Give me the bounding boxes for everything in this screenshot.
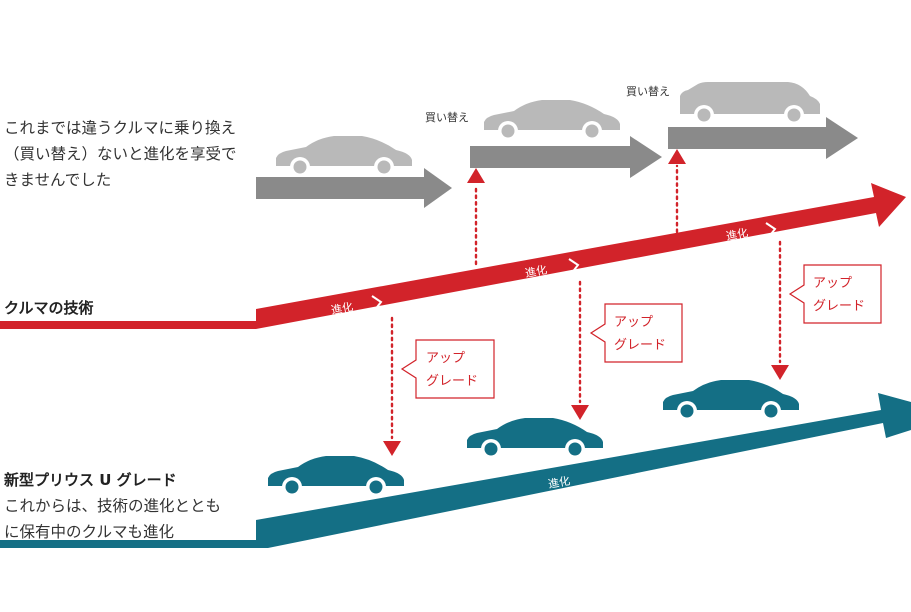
tech-track [0,183,906,329]
upgrade-connectors [383,240,789,456]
gray-description-line-1: これまでは違うクルマに乗り換え [4,119,237,137]
gray-car-2 [484,100,620,141]
prius-evolution: 進化 [547,473,571,491]
replace-arrowhead-1 [467,168,485,183]
upgrade-callout-3-line2: グレード [813,299,865,314]
upgrade-callout-1-line1: アップ [426,351,465,366]
tech-evolution-3: 進化 [725,225,749,243]
upgrade-arrowhead-2 [571,405,589,420]
upgrade-callout-1: アップ グレード [400,339,495,399]
prius-description-line-2: に保有中のクルマも進化 [4,523,175,541]
tech-evolution-1: 進化 [330,299,354,317]
teal-car-2 [467,418,603,459]
gray-description-line-2: （買い替え）ないと進化を享受で [4,145,237,163]
tech-evolution-2: 進化 [524,262,548,280]
upgrade-callout-3-line1: アップ [813,276,852,291]
gray-baseline [0,168,452,208]
upgrade-callout-2: アップ グレード [589,303,683,363]
replace-label-2: 買い替え [626,84,670,98]
gray-track [0,117,858,208]
replace-connectors [467,149,686,266]
tech-chevron-2 [568,258,580,275]
gray-step-arrow-2 [668,117,858,159]
upgrade-arrowhead-1 [383,441,401,456]
upgrade-callout-2-line2: グレード [614,338,666,353]
prius-description: これからは、技術の進化ととも に保有中のクルマも進化 [4,493,221,545]
replace-arrowhead-2 [668,149,686,164]
replace-label-1: 買い替え [425,110,469,124]
tech-arrow [0,183,906,329]
tech-chevron-3 [765,222,777,239]
tech-label: クルマの技術 [4,299,94,317]
gray-step-arrow-1 [470,136,662,178]
prius-title: 新型プリウス U グレード [4,471,177,489]
gray-car-1 [276,136,412,177]
upgrade-callout-3: アップ グレード [788,264,882,324]
gray-car-3 [680,82,820,125]
upgrade-callout-2-line1: アップ [614,315,653,330]
prius-description-line-1: これからは、技術の進化ととも [4,497,222,515]
teal-car-1 [268,456,404,497]
gray-description: これまでは違うクルマに乗り換え （買い替え）ないと進化を享受で きませんでした [4,115,237,193]
upgrade-arrowhead-3 [771,365,789,380]
gray-description-line-3: きませんでした [4,171,112,189]
teal-car-3 [663,380,799,421]
upgrade-callout-1-line2: グレード [426,374,478,389]
tech-chevron-1 [371,295,383,312]
